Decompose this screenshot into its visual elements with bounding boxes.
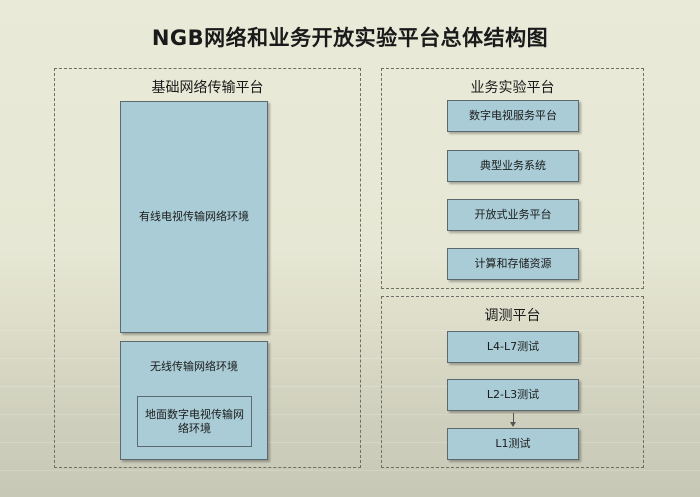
wireless-network-label: 无线传输网络环境 xyxy=(150,360,238,373)
service-experiment-panel: 业务实验平台 数字电视服务平台 典型业务系统 开放式业务平台 计算和存储资源 xyxy=(381,68,644,289)
l4-l7-test-box: L4-L7测试 xyxy=(447,331,579,363)
l2l3-to-l1-arrow xyxy=(510,413,516,427)
typical-service-system-box: 典型业务系统 xyxy=(447,150,579,182)
terrestrial-dtv-network-label: 地面数字电视传输网络环境 xyxy=(145,407,244,435)
l4-l7-test-label: L4-L7测试 xyxy=(486,340,540,353)
cable-tv-network-box: 有线电视传输网络环境 xyxy=(120,101,268,333)
terrestrial-dtv-network-box: 地面数字电视传输网络环境 xyxy=(137,396,252,447)
basic-network-panel-title: 基础网络传输平台 xyxy=(151,80,264,96)
digital-tv-service-platform-label: 数字电视服务平台 xyxy=(469,109,557,122)
l2-l3-test-label: L2-L3测试 xyxy=(486,388,540,401)
compute-storage-resources-box: 计算和存储资源 xyxy=(447,248,579,280)
l1-test-label: L1测试 xyxy=(495,437,531,450)
test-platform-panel: 调测平台 L4-L7测试 L2-L3测试 L1测试 xyxy=(381,296,644,468)
open-service-platform-box: 开放式业务平台 xyxy=(447,199,579,231)
cable-tv-network-label: 有线电视传输网络环境 xyxy=(139,210,249,223)
l2-l3-test-box: L2-L3测试 xyxy=(447,379,579,411)
l1-test-box: L1测试 xyxy=(447,428,579,460)
service-experiment-panel-title: 业务实验平台 xyxy=(470,80,555,96)
typical-service-system-label: 典型业务系统 xyxy=(480,159,546,172)
diagram-title: NGB网络和业务开放实验平台总体结构图 xyxy=(151,26,549,50)
digital-tv-service-platform-box: 数字电视服务平台 xyxy=(447,100,579,132)
open-service-platform-label: 开放式业务平台 xyxy=(474,208,552,221)
test-platform-panel-title: 调测平台 xyxy=(484,308,541,324)
compute-storage-resources-label: 计算和存储资源 xyxy=(474,257,552,270)
basic-network-panel: 基础网络传输平台 有线电视传输网络环境 无线传输网络环境 地面数字电视传输网络环… xyxy=(54,68,361,468)
wireless-network-box: 无线传输网络环境 地面数字电视传输网络环境 xyxy=(120,341,268,460)
